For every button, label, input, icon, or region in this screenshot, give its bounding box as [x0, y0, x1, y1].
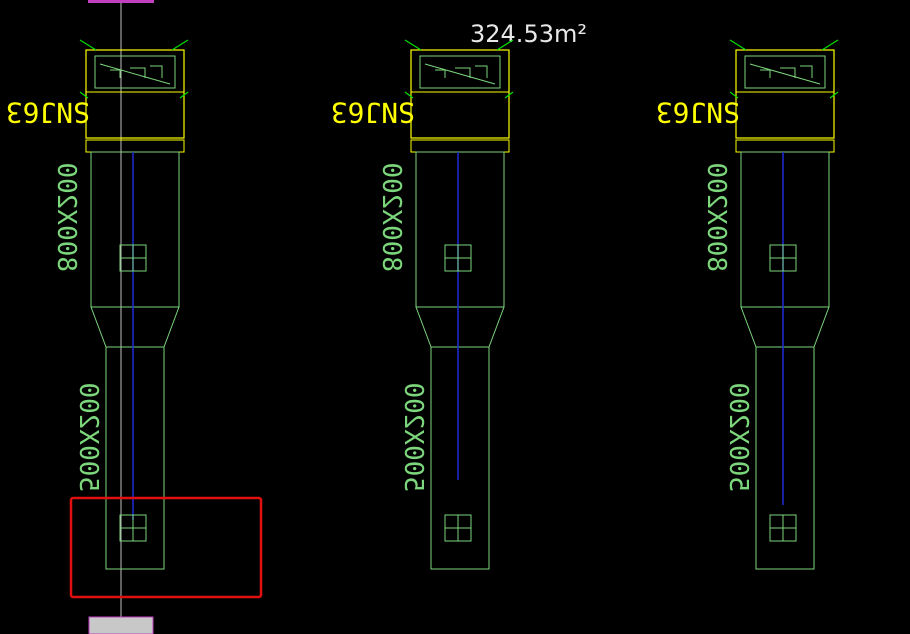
- tag-text: SNJ63: [6, 96, 90, 129]
- duct-unit-2[interactable]: SNJ63 800X200 500X200: [331, 39, 514, 570]
- dim-arrows-lower: [404, 91, 514, 99]
- damper-detail: [99, 63, 171, 85]
- dim-arrows: [404, 39, 514, 51]
- tag-box: [735, 49, 835, 139]
- tag-box: [85, 49, 185, 139]
- duct-unit-1[interactable]: SNJ63 800X200 500X200: [6, 39, 189, 570]
- transition: [90, 306, 180, 348]
- tag-text: SNJ63: [331, 96, 415, 129]
- damper-detail: [424, 63, 496, 85]
- tag-text: SNJ63: [656, 96, 740, 129]
- damper-symbol: [419, 55, 501, 89]
- lower-size-label: 500X200: [73, 382, 103, 492]
- damper-detail: [749, 63, 821, 85]
- upper-size-label: 800X200: [376, 162, 406, 272]
- bottom-grip[interactable]: [88, 616, 154, 634]
- tag-box: [410, 49, 510, 139]
- damper-symbol: [94, 55, 176, 89]
- selection-highlight: [69, 496, 263, 599]
- lower-duct: [430, 346, 490, 570]
- lower-duct: [105, 346, 165, 570]
- flange: [735, 139, 835, 153]
- lower-size-label: 500X200: [723, 382, 753, 492]
- flange: [85, 139, 185, 153]
- dim-arrows-lower: [729, 91, 839, 99]
- upper-size-label: 800X200: [51, 162, 81, 272]
- duct-unit-3[interactable]: SNJ63 800X200 500X200: [656, 39, 839, 570]
- dim-arrows: [729, 39, 839, 51]
- area-label: 324.53m²: [470, 20, 587, 48]
- dim-arrows: [79, 39, 189, 51]
- damper-symbol: [744, 55, 826, 89]
- upper-duct: [415, 151, 505, 308]
- upper-duct: [90, 151, 180, 308]
- top-grip: [88, 0, 154, 3]
- flange: [410, 139, 510, 153]
- transition: [740, 306, 830, 348]
- lower-size-label: 500X200: [398, 382, 428, 492]
- upper-size-label: 800X200: [701, 162, 731, 272]
- dim-arrows-lower: [79, 91, 189, 99]
- lower-duct: [755, 346, 815, 570]
- transition: [415, 306, 505, 348]
- upper-duct: [740, 151, 830, 308]
